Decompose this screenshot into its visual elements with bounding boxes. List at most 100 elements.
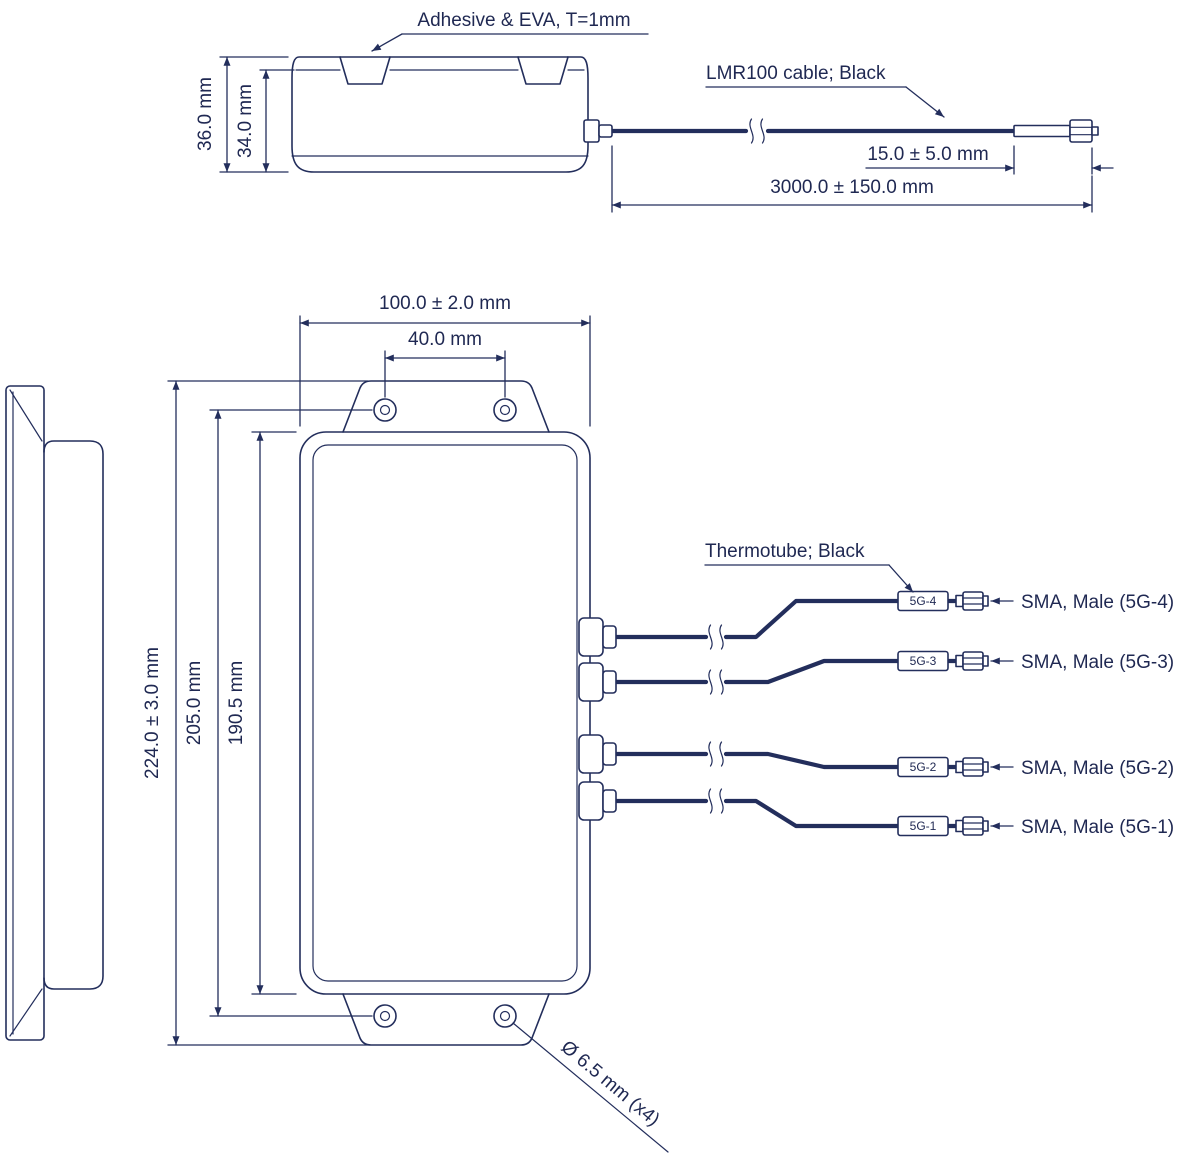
sma-label: SMA, Male (5G-1) <box>1021 817 1174 838</box>
sma-connector <box>962 651 984 671</box>
sma-connector <box>962 816 984 836</box>
dim-label-15mm: 15.0 ± 5.0 mm <box>867 144 988 165</box>
sma-connector <box>962 757 984 777</box>
base-plate-profile <box>5 385 45 1041</box>
front-hole-spacing-dimension: 40.0 mm <box>384 329 506 398</box>
dim-label-190mm: 190.5 mm <box>226 661 247 745</box>
sma-connector <box>1069 119 1093 143</box>
front-height-dimensions: 224.0 ± 3.0 mm 205.0 mm 190.5 mm <box>142 380 373 1046</box>
flange-bend-line <box>9 389 43 442</box>
dim-label-3000mm: 3000.0 ± 150.0 mm <box>770 177 934 198</box>
cable-tag-text: 5G-2 <box>910 760 937 774</box>
cable-tag <box>897 756 949 778</box>
dim-label-36mm: 36.0 mm <box>195 77 216 151</box>
front-cables: 5G-4 SMA, Male (5G-4) 5G-3 SMA, M <box>578 590 1174 838</box>
enclosure-front-inner <box>312 444 578 982</box>
left-profile-view <box>5 385 104 1041</box>
mounting-hole-center <box>499 404 511 416</box>
cable-break-symbol <box>749 118 765 144</box>
cable-tag-text: 5G-4 <box>910 594 937 608</box>
cable-tag-text: 5G-1 <box>910 819 937 833</box>
top-cable-length-dimension: 3000.0 ± 150.0 mm <box>611 145 1093 213</box>
cable-tag <box>897 590 949 612</box>
cable-break-symbol <box>708 788 724 814</box>
mounting-hole <box>493 1004 517 1028</box>
sma-tip <box>982 595 989 607</box>
sma-connector <box>955 760 964 774</box>
dim-label-hole-dia: Ø 6.5 mm (x4) <box>557 1037 664 1131</box>
cable-gland <box>578 662 604 702</box>
cable-gland <box>598 124 613 138</box>
cable-5g1: 5G-1 SMA, Male (5G-1) <box>578 781 1174 838</box>
coax-cable <box>723 798 903 829</box>
top-adhesive-callout: Adhesive & EVA, T=1mm <box>371 10 649 52</box>
mounting-hole-center <box>379 1010 391 1022</box>
sma-connector <box>955 819 964 833</box>
connector-ferrule <box>1013 124 1071 138</box>
mounting-hole <box>493 398 517 422</box>
sma-tip <box>982 820 989 832</box>
mounting-tab <box>517 56 569 85</box>
sma-connector <box>955 654 964 668</box>
top-flange <box>342 380 550 433</box>
cable-gland <box>583 119 600 143</box>
cable-gland <box>602 670 617 694</box>
coax-cable <box>723 658 903 685</box>
cable-break-symbol <box>708 624 724 650</box>
thermotube-callout: Thermotube; Black <box>704 541 914 593</box>
cable-gland <box>578 781 604 821</box>
cable-gland <box>602 789 617 813</box>
cable-type-label: LMR100 cable; Black <box>706 63 886 84</box>
cable-5g4: 5G-4 SMA, Male (5G-4) <box>578 590 1174 657</box>
dome-profile <box>43 440 104 990</box>
flange-bend-line <box>9 988 43 1037</box>
cable-gland <box>578 617 604 657</box>
mounting-hole-center <box>379 404 391 416</box>
mounting-tab <box>339 56 391 85</box>
cable-tag <box>897 815 949 837</box>
side-view-top <box>291 56 589 173</box>
dim-label-40mm: 40.0 mm <box>408 329 482 350</box>
cable-break-symbol <box>708 669 724 695</box>
bottom-flange <box>342 993 550 1046</box>
top-cable-callout: LMR100 cable; Black <box>705 63 945 118</box>
mounting-hole-center <box>499 1010 511 1022</box>
mounting-hole <box>373 398 397 422</box>
sma-label: SMA, Male (5G-3) <box>1021 652 1174 673</box>
top-connector-dimension: 15.0 ± 5.0 mm <box>865 144 1114 175</box>
coax-cable <box>723 751 903 770</box>
sma-connector <box>955 594 964 608</box>
dim-label-34mm: 34.0 mm <box>235 84 256 158</box>
top-height-dimensions: 36.0 mm 34.0 mm <box>195 56 295 173</box>
leader-arrow <box>905 86 945 118</box>
cable-tag-text: 5G-3 <box>910 654 937 668</box>
enclosure-front-outline <box>299 431 591 995</box>
leader-arrow <box>888 564 914 593</box>
cable-5g2: 5G-2 SMA, Male (5G-2) <box>578 734 1174 779</box>
cable-gland <box>578 734 604 774</box>
mounting-hole <box>373 1004 397 1028</box>
sma-tip <box>1091 126 1099 136</box>
cable-gland <box>602 742 617 766</box>
top-cable-assembly <box>583 118 1099 144</box>
adhesive-label: Adhesive & EVA, T=1mm <box>417 10 630 31</box>
front-view-body <box>299 380 591 1046</box>
leader-line <box>512 1022 669 1153</box>
cable-5g3: 5G-3 SMA, Male (5G-3) <box>578 650 1174 702</box>
cable-tag <box>897 650 949 672</box>
hole-diameter-callout: Ø 6.5 mm (x4) <box>512 1022 669 1153</box>
cable-break-symbol <box>708 741 724 767</box>
dim-label-224mm: 224.0 ± 3.0 mm <box>142 647 163 779</box>
sma-label: SMA, Male (5G-4) <box>1021 592 1174 613</box>
sma-tip <box>982 655 989 667</box>
enclosure-side-outline <box>291 56 589 173</box>
dim-label-100mm: 100.0 ± 2.0 mm <box>379 293 511 314</box>
coax-cable <box>723 598 903 640</box>
thermotube-label: Thermotube; Black <box>705 541 865 562</box>
cable-gland <box>602 625 617 649</box>
leader-arrow <box>371 33 403 52</box>
sma-connector <box>962 591 984 611</box>
sma-tip <box>982 761 989 773</box>
